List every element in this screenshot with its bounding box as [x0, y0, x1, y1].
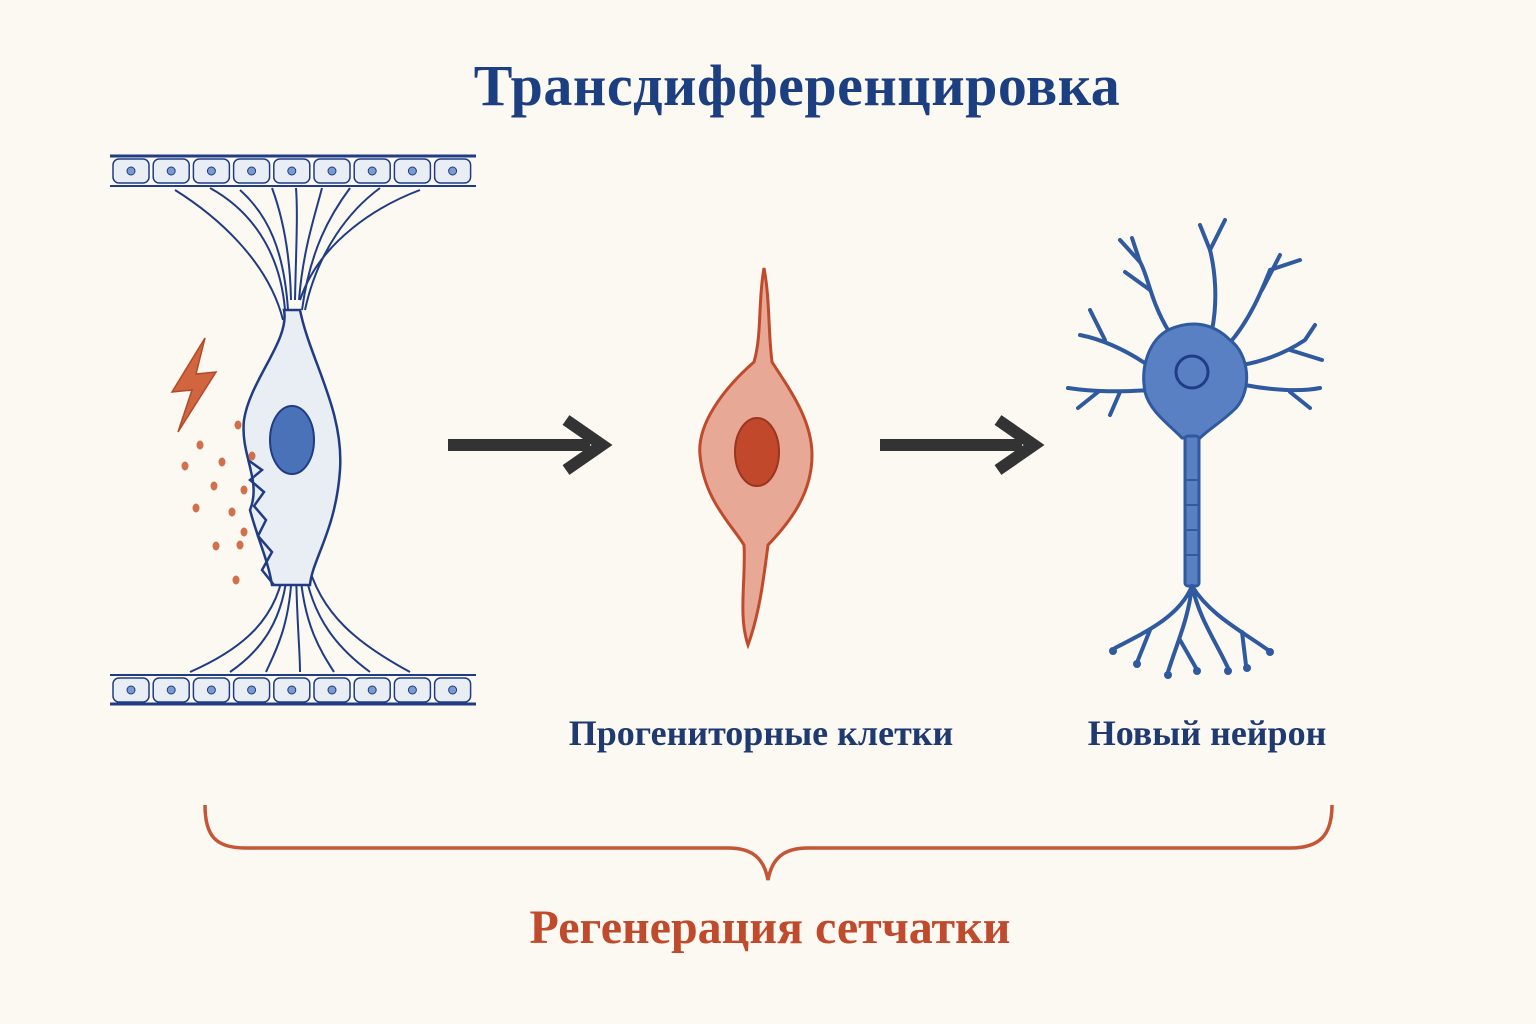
top-membrane-cell-nucleus — [206, 166, 216, 176]
top-membrane-cell-nucleus — [126, 166, 136, 176]
diagram-title: Трансдифференцировка — [473, 53, 1121, 118]
damage-particle — [228, 507, 236, 517]
bottom-membrane-cell-nucleus — [247, 685, 257, 695]
glia-nucleus — [269, 405, 315, 475]
top-membrane-cell-nucleus — [407, 166, 417, 176]
neuron-nucleus — [1174, 354, 1210, 390]
lightning-bolt-icon — [170, 337, 218, 433]
top-membrane-cell-nucleus — [166, 166, 176, 176]
progenitor-cell — [698, 267, 814, 650]
new-neuron-label: Новый нейрон — [1087, 713, 1327, 753]
bottom-membrane-cell-nucleus — [407, 685, 417, 695]
top-membrane-cell-nucleus — [448, 166, 458, 176]
progenitor-cells-label: Прогениторные клетки — [568, 713, 954, 753]
damage-particles — [181, 420, 256, 585]
bottom-membrane-cell-nucleus — [126, 685, 136, 695]
arrow-right-icon — [448, 415, 613, 475]
progenitor-nucleus — [734, 417, 780, 487]
curly-bracket — [203, 804, 1334, 881]
muller-glia-cell — [110, 154, 476, 706]
damage-particle — [218, 457, 226, 467]
glia-processes-top — [174, 187, 421, 321]
damage-particle — [248, 451, 256, 461]
top-membrane-cell-nucleus — [287, 166, 297, 176]
axon-segments — [1185, 479, 1199, 556]
damage-particle — [212, 541, 220, 551]
bottom-membrane-cell-nucleus — [287, 685, 297, 695]
axon-terminal-buttons — [1109, 647, 1274, 679]
damage-particle — [240, 527, 248, 537]
damaged-membrane-edge — [247, 458, 275, 586]
damage-particle — [192, 503, 200, 513]
damage-particle — [196, 440, 204, 450]
damage-particle — [210, 481, 218, 491]
arrow-right-icon — [880, 415, 1045, 475]
bottom-membrane-cell-nucleus — [206, 685, 216, 695]
top-membrane-cell-nucleus — [247, 166, 257, 176]
bottom-membrane-cell-nucleus — [327, 685, 337, 695]
bottom-membrane-cell-nucleus — [367, 685, 377, 695]
retina-regeneration-label: Регенерация сетчатки — [529, 901, 1011, 954]
bottom-membrane-cell-nucleus — [448, 685, 458, 695]
damage-particle — [181, 461, 189, 471]
top-membrane-cell-nucleus — [327, 166, 337, 176]
neuron — [1066, 218, 1324, 679]
damage-particle — [232, 575, 240, 585]
axon-terminals — [1113, 584, 1270, 674]
top-membrane-cell-nucleus — [367, 166, 377, 176]
damage-particle — [236, 540, 244, 550]
top-membrane-layer — [110, 154, 476, 187]
bottom-membrane-cell-nucleus — [166, 685, 176, 695]
bottom-membrane-layer — [110, 674, 476, 706]
neuron-axon — [1183, 434, 1201, 588]
neuron-dendrites — [1066, 218, 1324, 417]
damage-particle — [240, 485, 248, 495]
damage-particle — [234, 420, 242, 430]
